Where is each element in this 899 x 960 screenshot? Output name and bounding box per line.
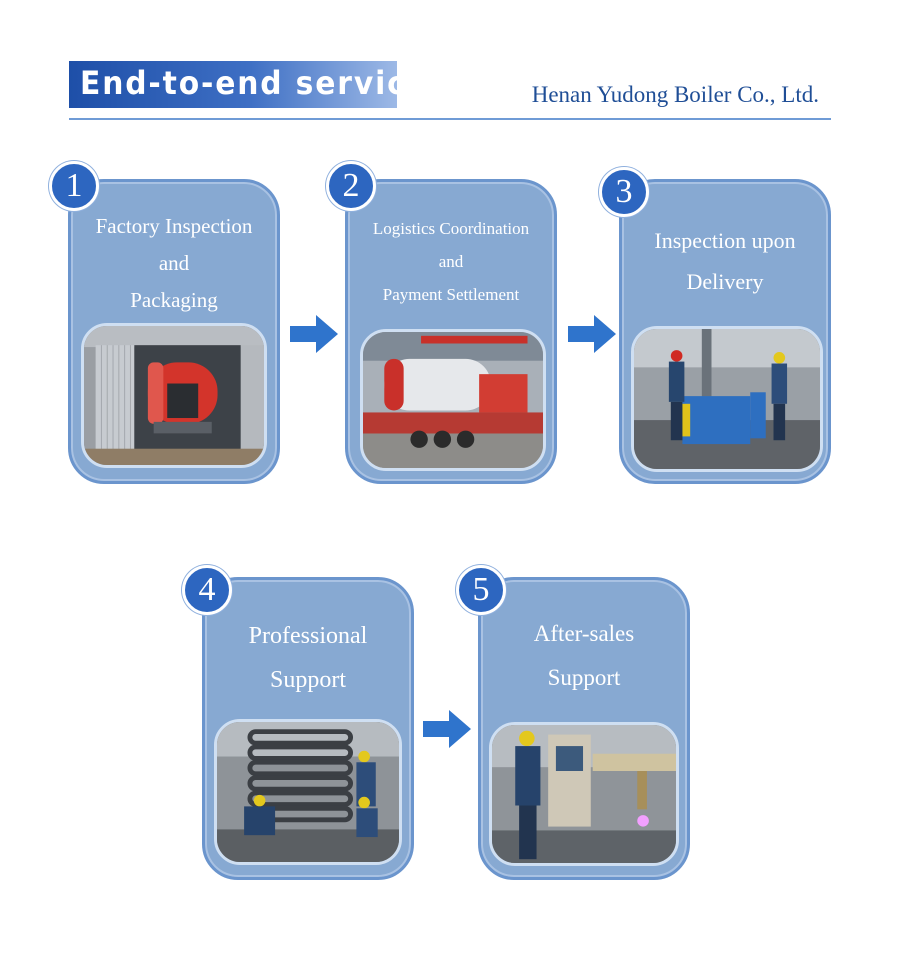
step-card-2: Logistics Coordination and Payment Settl…	[345, 179, 557, 484]
boiler-in-shipping-container-photo	[81, 323, 267, 468]
right-arrow-icon	[423, 710, 471, 748]
step-number-badge-5: 5	[456, 565, 506, 615]
step-title-1: Factory Inspection and Packaging	[95, 214, 253, 312]
step-number-badge-3: 3	[599, 167, 649, 217]
step-number-badge-4: 4	[182, 565, 232, 615]
step-number-badge-1: 1	[49, 161, 99, 211]
step-card-5: After-sales Support	[478, 577, 690, 880]
step-title-3: Inspection upon Delivery	[654, 228, 796, 294]
banner-title: End-to-end service	[80, 64, 429, 102]
boilers-on-truck-photo	[360, 329, 546, 471]
worker-at-cnc-cutter-photo	[489, 722, 679, 866]
step-title-4: Professional Support	[248, 623, 368, 693]
step-card-3: Inspection upon Delivery	[619, 179, 831, 484]
step-number-badge-2: 2	[326, 161, 376, 211]
workers-welding-coil-photo	[214, 719, 402, 865]
header-banner: End-to-end service	[69, 61, 427, 108]
step-title-5: After-sales Support	[533, 621, 635, 690]
step-card-4: Professional Support	[202, 577, 414, 880]
company-name: Henan Yudong Boiler Co., Ltd.	[531, 82, 819, 107]
header-divider	[69, 118, 831, 120]
workers-at-pipe-bender-photo	[631, 326, 823, 472]
step-card-1: Factory Inspection and Packaging	[68, 179, 280, 484]
step-title-2: Logistics Coordination and Payment Settl…	[372, 219, 530, 304]
right-arrow-icon	[290, 315, 338, 353]
right-arrow-icon	[568, 315, 616, 353]
